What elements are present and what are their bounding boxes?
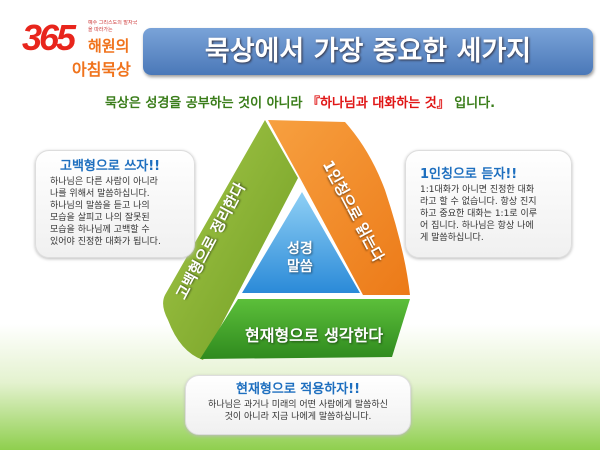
box-line: 게 말씀하십니다. xyxy=(420,233,484,243)
logo-number: 365 xyxy=(22,17,76,58)
box-title: 1인칭으로 듣자!! xyxy=(420,167,518,182)
box-first-person: 1인칭으로 듣자!! 1:1대화가 아니면 진정한 대화 라고 할 수 없습니다… xyxy=(405,150,572,258)
center-label-line1: 성경 xyxy=(287,241,313,257)
box-line: 있어야 진정한 대화가 됩니다. xyxy=(50,237,161,247)
subtitle-highlight: 『하나님과 대화하는 것』 xyxy=(306,96,450,111)
box-line: 하나님은 다른 사람이 아니라 xyxy=(50,177,158,187)
page-title: 묵상에서 가장 중요한 세가지 xyxy=(143,28,593,75)
box-line: 모습을 살피고 나의 잘못된 xyxy=(50,213,150,223)
box-line: 하나님의 말씀을 듣고 나의 xyxy=(50,201,150,211)
box-present: 현재형으로 적용하자!! 하나님은 과거나 미래의 어떤 사람에게 말씀하신 것… xyxy=(185,375,411,435)
box-line: 것이 아니라 지금 나에게 말씀하십니다. xyxy=(224,412,372,422)
box-title: 현재형으로 적용하자!! xyxy=(235,382,361,397)
logo-line1: 해원의 xyxy=(88,37,130,55)
box-line: 모습을 하나님께 고백할 수 xyxy=(50,225,150,235)
left-segment xyxy=(163,120,298,360)
subtitle-before: 묵상은 성경을 공부하는 것이 아니라 xyxy=(104,96,307,111)
subtitle-after: 입니다. xyxy=(449,96,496,111)
box-line: 나를 위해서 말씀하십니다. xyxy=(50,189,150,199)
logo: 365 예수 그리스도의 발자국을 따라가는 해원의 아침묵상 xyxy=(22,18,140,86)
box-title: 고백형으로 쓰자!! xyxy=(60,159,161,174)
right-segment xyxy=(268,120,410,295)
logo-line2: 아침묵상 xyxy=(72,60,131,79)
subtitle: 묵상은 성경을 공부하는 것이 아니라 『하나님과 대화하는 것』 입니다. xyxy=(0,92,600,111)
box-line: 하고 중요한 대화는 1:1로 이루 xyxy=(420,209,538,219)
bottom-segment-label: 현재형으로 생각한다 xyxy=(245,326,384,345)
center-triangle xyxy=(242,192,360,293)
center-label-line2: 말씀 xyxy=(287,259,313,275)
box-line: 1:1대화가 아니면 진정한 대화 xyxy=(420,185,535,195)
logo-tagline: 예수 그리스도의 발자국을 따라가는 xyxy=(88,20,138,33)
box-line: 하나님은 과거나 미래의 어떤 사람에게 말씀하신 xyxy=(208,400,388,410)
box-confession: 고백형으로 쓰자!! 하나님은 다른 사람이 아니라 나를 위해서 말씀하십니다… xyxy=(35,150,195,258)
box-line: 라고 할 수 없습니다. 항상 진지 xyxy=(420,197,537,207)
bottom-segment xyxy=(200,299,410,359)
box-line: 어 집니다. 하나님은 항상 나에 xyxy=(420,221,534,231)
